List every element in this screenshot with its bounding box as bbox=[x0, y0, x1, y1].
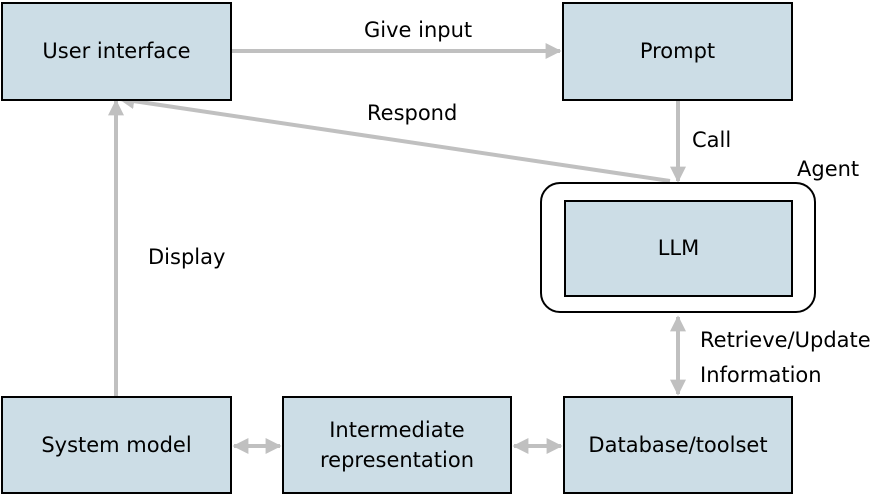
prompt-node: Prompt bbox=[562, 2, 793, 101]
database-toolset-label: Database/toolset bbox=[588, 432, 768, 457]
system-model-label: System model bbox=[41, 432, 192, 457]
retrieve-update-label-line-2: Information bbox=[700, 363, 822, 387]
intermediate-representation-label-line-2: representation bbox=[319, 448, 474, 472]
respond-arrow bbox=[118, 93, 671, 183]
prompt-label: Prompt bbox=[639, 39, 716, 64]
llm-label: LLM bbox=[657, 236, 700, 261]
system-model-node: System model bbox=[1, 396, 232, 494]
user-interface-node: User interface bbox=[1, 2, 232, 101]
database-toolset-node: Database/toolset bbox=[563, 396, 793, 494]
respond-label: Respond bbox=[367, 101, 458, 125]
call-label: Call bbox=[692, 128, 732, 152]
user-interface-label: User interface bbox=[42, 39, 191, 64]
llm-node: LLM bbox=[564, 200, 793, 297]
agent-group-label: Agent bbox=[797, 157, 860, 181]
intermediate-representation-node: Intermediate representation bbox=[282, 396, 512, 494]
display-label: Display bbox=[148, 245, 226, 269]
give-input-label: Give input bbox=[364, 18, 473, 42]
retrieve-update-label-line-1: Retrieve/Update bbox=[700, 328, 871, 352]
intermediate-representation-label-line-1: Intermediate bbox=[329, 417, 465, 442]
